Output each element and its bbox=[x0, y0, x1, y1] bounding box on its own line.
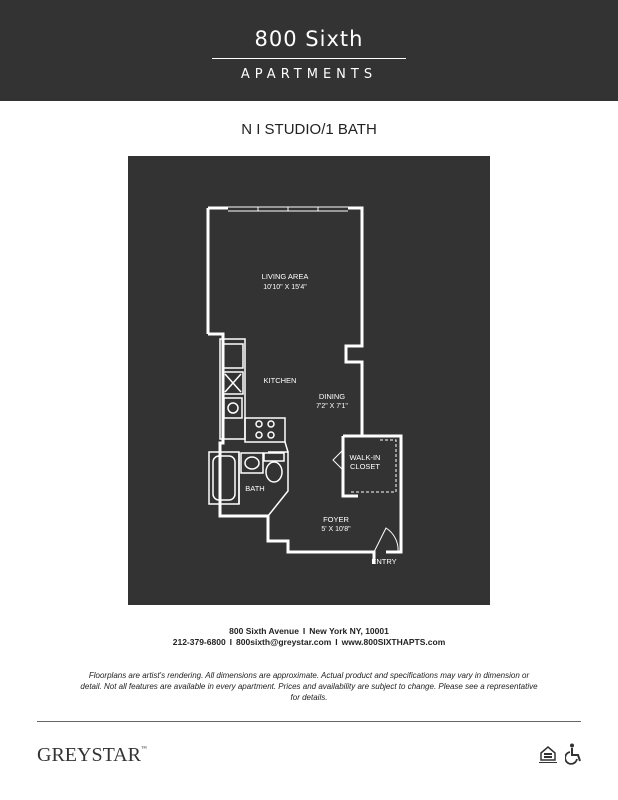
bath-fixtures bbox=[208, 451, 289, 517]
unit-title: N I STUDIO/1 BATH bbox=[241, 121, 377, 138]
closet-label-1: WALK-IN bbox=[350, 453, 381, 462]
floorplan-panel bbox=[128, 156, 490, 605]
logo-text: GREYSTAR bbox=[37, 744, 141, 766]
brand-subtitle: APARTMENTS bbox=[240, 67, 378, 82]
separator: I bbox=[229, 637, 233, 647]
brand-divider bbox=[212, 58, 406, 59]
closet-door bbox=[332, 449, 344, 471]
dining-dims: 7'2" X 7'1" bbox=[316, 403, 348, 410]
bath-label: BATH bbox=[245, 484, 264, 493]
equal-housing-icon bbox=[539, 746, 557, 763]
brand-name: 800 Sixth bbox=[254, 27, 364, 51]
foyer-dims: 5' X 10'8" bbox=[321, 526, 351, 533]
floorplan-drawing: LIVING AREA 10'10" X 15'4" KITCHEN DININ… bbox=[206, 206, 403, 566]
foyer-label: FOYER bbox=[323, 515, 349, 524]
entry-door bbox=[373, 527, 399, 553]
address-city: New York NY, 10001 bbox=[309, 626, 389, 636]
living-area-dims: 10'10" X 15'4" bbox=[263, 284, 307, 291]
wheelchair-accessible-icon bbox=[565, 743, 581, 765]
address-street: 800 Sixth Avenue bbox=[229, 626, 299, 636]
header-banner: 800 Sixth APARTMENTS bbox=[0, 0, 618, 101]
website-link[interactable]: www.800SIXTHAPTS.com bbox=[341, 637, 446, 647]
phone: 212-379-6800 bbox=[172, 637, 226, 647]
dining-label: DINING bbox=[319, 392, 345, 401]
footer-divider bbox=[37, 721, 581, 722]
outer-wall bbox=[206, 206, 403, 564]
logo-trademark: ™ bbox=[140, 746, 147, 752]
entry-label: ENTRY bbox=[371, 557, 396, 566]
closet-shelf bbox=[350, 439, 397, 493]
living-window bbox=[228, 206, 348, 212]
closet-label-2: CLOSET bbox=[350, 462, 380, 471]
email-link[interactable]: 800sixth@greystar.com bbox=[236, 637, 332, 647]
separator: I bbox=[302, 626, 306, 636]
kitchen-label: KITCHEN bbox=[264, 376, 297, 385]
separator: I bbox=[335, 637, 338, 647]
living-area-label: LIVING AREA bbox=[262, 272, 309, 281]
disclaimer-text: Floorplans are artist's rendering. All d… bbox=[80, 671, 538, 702]
kitchen-counter bbox=[219, 338, 289, 453]
greystar-logo: GREYSTAR™ bbox=[37, 744, 147, 767]
closet-walls bbox=[341, 434, 401, 498]
